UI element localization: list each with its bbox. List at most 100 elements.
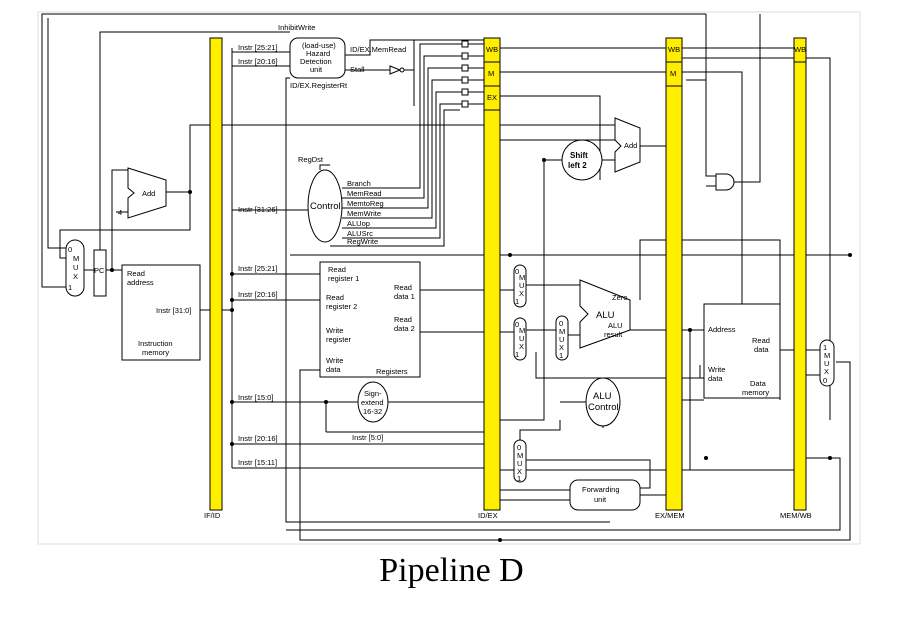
pc-mux bbox=[65, 239, 85, 297]
fwd-b-in1: 1 bbox=[515, 350, 519, 359]
forwarding-unit bbox=[569, 479, 641, 511]
control-zero-muxes bbox=[461, 40, 469, 108]
idex-label: ID/EX bbox=[478, 511, 498, 520]
wb-mux-in0: 0 bbox=[823, 376, 827, 385]
exmem-register bbox=[665, 37, 683, 511]
branch-and-gate bbox=[715, 173, 735, 191]
control-memread: MemRead bbox=[347, 189, 382, 198]
alu-label: ALU bbox=[596, 310, 615, 321]
control-aluop: ALUop bbox=[347, 219, 370, 228]
control-label: Control bbox=[310, 201, 341, 212]
pc-mux-in1: 1 bbox=[68, 283, 72, 292]
alusrc-m: M bbox=[559, 327, 565, 336]
wb-mux-u: U bbox=[824, 359, 829, 368]
control-branch: Branch bbox=[347, 179, 371, 188]
pc-register bbox=[93, 249, 107, 297]
stage-field-separators bbox=[484, 61, 806, 111]
alu-control bbox=[585, 377, 621, 427]
hazard-detection-unit bbox=[289, 37, 346, 79]
alu bbox=[579, 279, 631, 349]
fwd-a-u: U bbox=[519, 281, 524, 290]
hazard-label-1: (load-use) bbox=[302, 41, 336, 50]
pc-mux-x: X bbox=[73, 272, 78, 281]
instr-150-label: Instr [15:0] bbox=[238, 393, 273, 402]
exmem-label: EX/MEM bbox=[655, 511, 685, 520]
memwb-label: MEM/WB bbox=[780, 511, 812, 520]
alusrc-in1: 1 bbox=[559, 351, 563, 360]
pc-adder bbox=[127, 167, 167, 219]
wb-mux-in1: 1 bbox=[823, 343, 827, 352]
control-regwrite: RegWrite bbox=[347, 237, 378, 246]
regdst-m: M bbox=[517, 451, 523, 460]
instr-2016-label: Instr [20:16] bbox=[238, 290, 278, 299]
sign-extend-label-2: extend bbox=[361, 398, 384, 407]
sign-extend bbox=[357, 381, 389, 423]
memwb-register bbox=[793, 37, 807, 511]
regdst-mux bbox=[513, 439, 527, 483]
wb-mux-x: X bbox=[824, 367, 829, 376]
regs-read-data2-b: data 2 bbox=[394, 324, 415, 333]
wires bbox=[41, 13, 851, 541]
sign-extend-label-3: 16-32 bbox=[363, 407, 382, 416]
const-four: 4 bbox=[118, 208, 122, 217]
regs-write-data-a: Write bbox=[326, 356, 343, 365]
control-memtoreg: MemtoReg bbox=[347, 199, 384, 208]
pc-mux-m: M bbox=[73, 254, 79, 263]
inhibit-write-label: InhibitWrite bbox=[278, 23, 315, 32]
regs-read-reg2-a: Read bbox=[326, 293, 344, 302]
fwd-b-m: M bbox=[519, 326, 525, 335]
control-unit bbox=[307, 169, 343, 243]
pc-label: PC bbox=[94, 266, 105, 275]
fwd-b-u: U bbox=[519, 334, 524, 343]
forwarding-label-2: unit bbox=[594, 495, 607, 504]
diagram-caption: Pipeline D bbox=[379, 552, 524, 589]
alusrc-mux bbox=[555, 315, 569, 361]
stall-inverter-bubble bbox=[399, 67, 405, 73]
stall-signal-label: Stall bbox=[350, 65, 365, 74]
pc-adder-label: Add bbox=[142, 189, 155, 198]
memread-signal-label: ID/EX.MemRead bbox=[350, 45, 406, 54]
stall-inverter bbox=[389, 65, 402, 75]
alu-control-label-2: Control bbox=[588, 402, 619, 413]
imem-name-1: Instruction bbox=[138, 339, 173, 348]
regs-read-reg1-b: register 1 bbox=[328, 274, 359, 283]
fwd-a-in0: 0 bbox=[515, 267, 519, 276]
fwd-a-m: M bbox=[519, 273, 525, 282]
idex-m-label: M bbox=[488, 69, 494, 78]
forwarding-label-1: Forwarding bbox=[582, 485, 620, 494]
alu-control-label-1: ALU bbox=[593, 391, 612, 402]
regs-read-reg2-b: register 2 bbox=[326, 302, 357, 311]
control-memwrite: MemWrite bbox=[347, 209, 381, 218]
alusrc-in0: 0 bbox=[559, 319, 563, 328]
regdst-label: RegDst bbox=[298, 155, 324, 164]
alu-zero-label: Zero bbox=[612, 293, 627, 302]
branch-adder bbox=[614, 117, 641, 173]
regs-read-data1-b: data 1 bbox=[394, 292, 415, 301]
fwd-a-x: X bbox=[519, 289, 524, 298]
wb-mux-m: M bbox=[824, 351, 830, 360]
instr-50-label: Instr [5:0] bbox=[352, 433, 383, 442]
registerrt-signal-label: ID/EX.RegisterRt bbox=[290, 81, 348, 90]
dmem-address-label: Address bbox=[708, 325, 736, 334]
regs-write-reg-b: register bbox=[326, 335, 352, 344]
regdst-in0: 0 bbox=[517, 443, 521, 452]
pc-mux-u: U bbox=[73, 263, 78, 272]
branch-adder-label: Add bbox=[624, 141, 637, 150]
instr-2521-label: Instr [25:21] bbox=[238, 264, 278, 273]
alu-result-1: ALU bbox=[608, 321, 623, 330]
idex-register bbox=[483, 37, 501, 511]
exmem-m-label: M bbox=[670, 69, 676, 78]
control-alusrc: ALUSrc bbox=[347, 229, 373, 238]
regs-write-reg-a: Write bbox=[326, 326, 343, 335]
imem-address-label: address bbox=[127, 278, 154, 287]
dmem-name-1: Data bbox=[750, 379, 767, 388]
instr-2016b-label: Instr [20:16] bbox=[238, 434, 278, 443]
ifid-label: IF/ID bbox=[204, 511, 221, 520]
fwd-a-in1: 1 bbox=[515, 297, 519, 306]
alusrc-u: U bbox=[559, 335, 564, 344]
instruction-memory bbox=[121, 264, 201, 361]
dmem-read-label-1: Read bbox=[752, 336, 770, 345]
hazard-label-3: Detection bbox=[300, 57, 332, 66]
